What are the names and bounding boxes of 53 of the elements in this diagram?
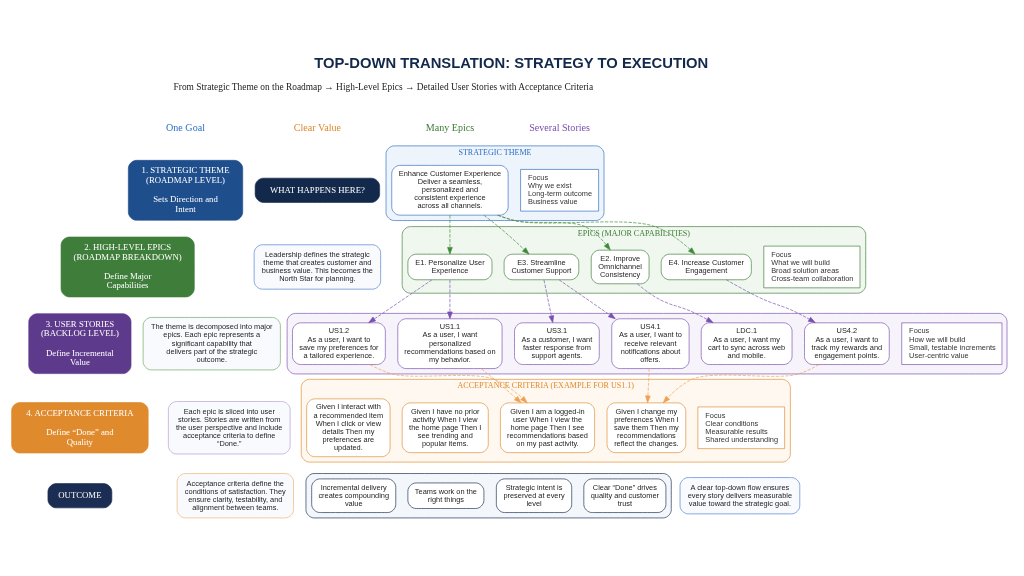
cluster xyxy=(305,472,672,518)
arrow xyxy=(447,279,453,319)
node-box: Focus Why we exist Long-term outcome Business value xyxy=(520,168,599,211)
arrow xyxy=(645,367,651,403)
node-box: E4. Increase Customer Engagement xyxy=(660,253,752,280)
node-box: E2. Improve Omnichannel Consistency xyxy=(590,249,650,284)
arrow xyxy=(368,279,433,323)
arrow xyxy=(483,214,530,254)
node-box: E3. Streamline Customer Support xyxy=(503,253,580,280)
node-box: LDC.1 As a user, I want my cart to sync across web and mobile. xyxy=(700,321,793,365)
node-box: Given I interact with a recommended item When I click or view details Then my preferences are updated. xyxy=(306,398,391,457)
node-box: Enhance Customer Experience Deliver a seamless, personalized and consistent experience across all channels. xyxy=(391,164,509,215)
diagram-title: TOP-DOWN TRANSLATION: STRATEGY TO EXECUTION xyxy=(314,54,709,71)
node-box: A clear top-down flow ensures every story delivers measurable value toward the strategic goal. xyxy=(679,476,801,514)
node-box: E1. Personalize User Experience xyxy=(407,253,493,280)
node-box: The theme is decomposed into major epics. Each epic represents a significant capability that delivers part of the strategic outcome. xyxy=(142,316,281,370)
node-box: US1.2 As a user, I want to save my preferences for a tailored experience. xyxy=(292,321,386,365)
label: From Strategic Theme on the Roadmap → High-Level Epics → Detailed User Stories with Acceptance Criteria xyxy=(173,81,594,92)
node-box: Focus Clear conditions Measurable results Shared understanding xyxy=(697,406,785,449)
arrow xyxy=(543,279,554,323)
node-box: Clear “Done” drives quality and customer trust xyxy=(583,478,667,513)
node-text: Several Stories xyxy=(529,121,590,133)
arrow xyxy=(447,214,453,254)
node-text: Many Epics xyxy=(425,121,475,133)
node-box: 3. USER STORIES (BACKLOG LEVEL) Define Incremental Value xyxy=(28,312,132,374)
node-text: Clear Value xyxy=(293,121,341,133)
arrow xyxy=(497,214,696,254)
node-box: 1. STRATEGIC THEME (ROADMAP LEVEL) Sets Direction and Intent xyxy=(128,159,244,221)
node-box: US4.2 As a user, I want to track my rewards and engagement points. xyxy=(804,321,890,365)
node-box: Acceptance criteria define the conditions of satisfaction. They ensure clarity, testability, and alignment between teams. xyxy=(176,472,294,518)
node-box: Focus How we will build Small, testable increments User-centric value xyxy=(901,321,1003,365)
node-box: 2. HIGH-LEVEL EPICS (ROADMAP BREAKDOWN) Define Major Capabilities xyxy=(60,236,195,297)
node-box: Each epic is sliced into user stories. Stories are written from the user perspective and include acceptance criteria to define “Done.” xyxy=(168,400,291,454)
node-box: Given I am a logged-in user When I view the home page Then I see recommendations based on my past activity. xyxy=(500,402,595,453)
node-box: OUTCOME xyxy=(47,482,113,508)
node-box: Incremental delivery creates compounding value xyxy=(311,478,397,513)
arrow xyxy=(726,278,816,323)
arrow xyxy=(637,282,714,323)
node-box: Given I have no prior activity When I view the home page Then I see trending and popular items. xyxy=(401,402,489,453)
node-box: Leadership defines the strategic theme that creates customer and business value. This becomes the North Star for planning. xyxy=(253,243,381,289)
node-box: Focus What we will build Broad solution areas Cross-team collaboration xyxy=(763,245,861,288)
node-box: WHAT HAPPENS HERE? xyxy=(254,177,380,203)
arrow xyxy=(481,367,522,403)
node-box: Given I change my preferences When I save them Then my recommendations reflect the changes. xyxy=(606,402,687,453)
node-box: US3.1 As a customer, I want faster response from support agents. xyxy=(514,321,600,365)
arrow xyxy=(558,279,616,319)
node-box: US1.1 As a user, I want personalized recommendations based on my behavior. xyxy=(397,317,503,369)
node-box: 4. ACCEPTANCE CRITERIA Define “Done” and Quality xyxy=(11,401,149,453)
node-box: Teams work on the right things xyxy=(407,482,485,509)
node-text: One Goal xyxy=(166,121,205,133)
node-box: US4.1 As a user, I want to receive relevant notifications about offers. xyxy=(611,317,690,369)
node-box: Strategic intent is preserved at every level xyxy=(496,478,573,513)
arrow xyxy=(497,214,611,250)
